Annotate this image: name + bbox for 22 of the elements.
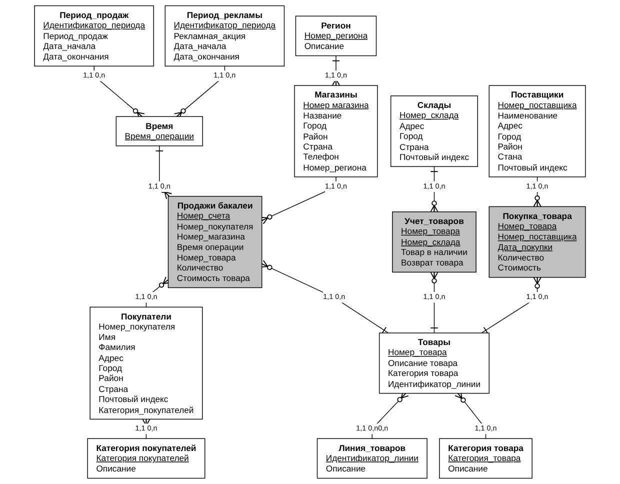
node-box: Магазины Номер магазина Название Город Район Страна Телефон Номер_региона [294,85,378,178]
connector [332,55,340,86]
node-box: Покупатели Номер_покупателя Имя Фамилия Адрес Город Район Страна Почтовый индекс Категория_покупателей [90,306,203,420]
node-box: Линия_товаров Идентификатор_линии Описание [316,438,428,479]
node-box: Период_рекламы Идентификатор_периода Рекламная_акция Дата_начала Дата_окончания [164,5,285,66]
connector [142,418,150,439]
node-box: Время Время_операции [116,116,203,146]
node-box: Продажи бакалеи Номер_счета Номер_покупателя Номер_магазина Время операции Номер_товара Количество Стоимость товара [168,196,262,288]
node-box: Категория покупателей Категория покупателей Описание [87,438,206,479]
node-box: Учет_товаров Номер_товара Номер_склада Товар в наличии Возврат товара [392,211,476,273]
connector [430,166,438,212]
node-box: Поставщики Номер_поставщика Наименование Адрес Город Район Стана Почтовый индекс [488,85,586,178]
connector [533,176,542,208]
node-box: Период_продаж Идентификатор_периода Период_продаж Дата_начала Дата_окончания [34,5,154,66]
connector [155,146,172,200]
node-box: Товары Номер_товара Описание товара Категория товара Идентификатор_линии [378,332,490,394]
node-box: Покупка_товара Номер_товара Номер_поставщика Дата_покупки Количество Стоимость [488,206,586,278]
connector [481,276,542,334]
node-box: Категория товара Категория_товара Описание [439,438,532,479]
node-box: Склады Номер_склада Адрес Город Страна Почтовый индекс [390,96,478,167]
node-box: Регион Номер_региона Описание [295,16,377,56]
connector [430,272,438,334]
